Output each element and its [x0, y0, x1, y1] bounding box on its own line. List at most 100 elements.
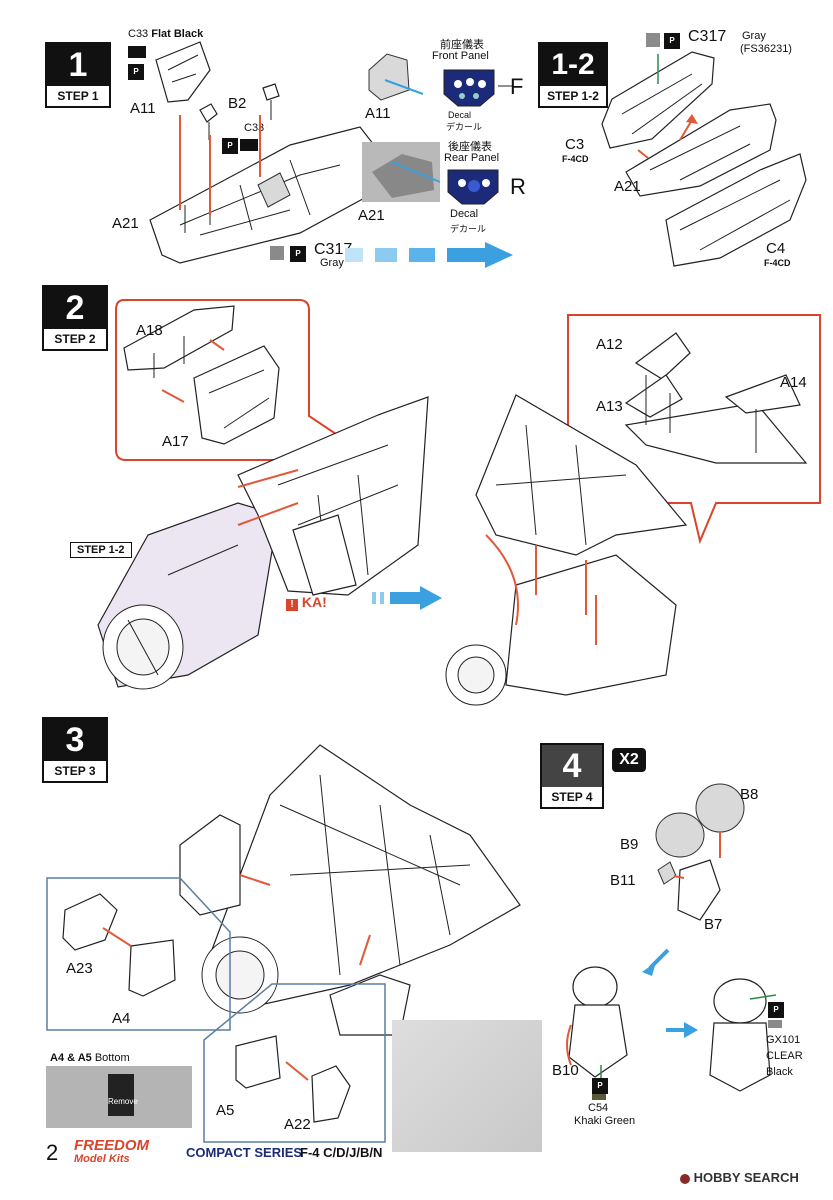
- model-label: F-4 C/D/J/B/N: [300, 1145, 383, 1160]
- front-panel-a11-drawing: [368, 53, 424, 101]
- step12-paint-c317-label: C317: [688, 28, 727, 45]
- gray-swatch-icon: [646, 33, 660, 47]
- step-1-2-label: STEP 1-2: [547, 89, 599, 103]
- page-number: 2: [46, 1140, 59, 1165]
- front-decal-jp-label: デカール: [446, 122, 483, 132]
- rear-panel-en-label: Rear Panel: [444, 152, 500, 164]
- fuselage-assembly-drawing: [97, 396, 429, 690]
- blue-dashed-arrow-icon: [345, 242, 513, 268]
- step-1-2-number: 1-2: [540, 44, 606, 86]
- part-a17-label: A17: [162, 433, 189, 450]
- rear-decal-label: Decal: [450, 208, 479, 220]
- step-4-box: 4 STEP 4: [540, 743, 604, 809]
- black-swatch-icon: [240, 139, 258, 151]
- step-2-number: 2: [44, 287, 106, 329]
- freedom-logo: FREEDOM Model Kits: [74, 1138, 178, 1168]
- part-a23-label: A23: [66, 960, 93, 977]
- rear-panel-photo-drawing: [362, 142, 441, 202]
- rear-decal-jp-label: デカール: [450, 224, 487, 234]
- paint-c54-label: C54: [588, 1102, 609, 1114]
- part-b2-label: B2: [228, 95, 247, 112]
- front-part-label: A11: [365, 105, 391, 122]
- intake-detail-box-left: [46, 877, 231, 1031]
- blue-arrow-down-icon: [642, 948, 670, 976]
- part-b2-drawing: [199, 83, 280, 140]
- part-b11-label: B11: [610, 872, 636, 889]
- rear-letter-label: R: [510, 174, 526, 199]
- freedom-logo-top: FREEDOM: [74, 1137, 149, 1154]
- step-3-number: 3: [44, 719, 106, 761]
- blue-arrow-right-icon: [666, 1022, 698, 1038]
- pilot-painted-drawing: [709, 978, 777, 1092]
- gray-swatch-icon: [270, 246, 284, 260]
- part-a4-label: A4: [112, 1010, 131, 1027]
- paint-c317-label: C317: [314, 241, 353, 258]
- part-c4-sub-label: F-4CD: [764, 258, 791, 268]
- paint-c54-name-label: Khaki Green: [574, 1115, 636, 1127]
- fuselage-c4-drawing: [665, 153, 807, 267]
- black-swatch-icon: [128, 46, 146, 58]
- paint-gx101-name2-label: Black: [766, 1066, 793, 1078]
- rear-panel-jp-label: 後座儀表: [448, 141, 492, 153]
- paint-brush-icon: P: [768, 1002, 784, 1018]
- khaki-swatch-icon: [592, 1094, 606, 1100]
- part-a11-canopy-drawing: [155, 41, 211, 103]
- front-instrument-decal-icon: [443, 69, 495, 107]
- part-b7-label: B7: [704, 916, 723, 933]
- part-c4-label: C4: [766, 240, 786, 257]
- part-a11-label: A11: [130, 100, 156, 117]
- fuselage-c3-drawing: [601, 51, 715, 149]
- part-b10-label: B10: [552, 1062, 579, 1079]
- step-1-number: 1: [47, 44, 109, 86]
- part-a12-label: A12: [596, 336, 623, 353]
- pilot-parts-drawing: [655, 783, 745, 921]
- bottom-label: A4 & A5 Bottom: [50, 1052, 130, 1064]
- paint-brush-icon: P: [290, 246, 306, 262]
- step-2-box: 2 STEP 2: [42, 285, 108, 351]
- part-a21-label: A21: [112, 215, 139, 232]
- series-label: COMPACT SERIES: [186, 1145, 303, 1160]
- paint-brush-icon: P: [128, 64, 144, 80]
- hobby-search-logo-icon: [680, 1173, 690, 1184]
- hobby-search-watermark: HOBBY SEARCH: [680, 1170, 799, 1185]
- step-1-label: STEP 1: [57, 89, 99, 103]
- front-panel-jp-label: 前座儀表: [440, 39, 484, 51]
- paint-brush-icon: P: [592, 1078, 608, 1094]
- intake-detail-callout: [115, 299, 345, 461]
- part-a5-label: A5: [216, 1102, 235, 1119]
- part-a21-step12-label: A21: [614, 178, 641, 195]
- step12-paint-gray-label: Gray: [742, 30, 766, 42]
- step-2-label: STEP 2: [54, 332, 96, 346]
- rear-part-label: A21: [358, 207, 385, 224]
- part-c3-sub-label: F-4CD: [562, 154, 589, 164]
- gray-swatch-icon: [768, 1020, 782, 1028]
- intake-detail-box-right: [203, 983, 386, 1143]
- cockpit-tub-a21-step12-drawing: [625, 103, 777, 197]
- decal-leader-line: [498, 85, 512, 87]
- background-photo: [392, 1020, 542, 1152]
- step-1-2-box: 1-2 STEP 1-2: [538, 42, 608, 108]
- part-a18-label: A18: [136, 322, 163, 339]
- step-4-number: 4: [542, 745, 602, 787]
- step-3-label: STEP 3: [54, 764, 96, 778]
- paint-brush-icon: P: [222, 138, 238, 154]
- alert-icon: !: [286, 599, 298, 611]
- blue-arrow-icon: [372, 586, 442, 610]
- step-3-box: 3 STEP 3: [42, 717, 108, 783]
- paint-c33-flat-black-label: C33 Flat Black: [128, 28, 204, 40]
- front-decal-label: Decal: [448, 110, 472, 120]
- part-a14-label: A14: [780, 374, 807, 391]
- paint-brush-icon: P: [664, 33, 680, 49]
- part-a22-label: A22: [284, 1116, 311, 1133]
- step12-paint-fs-label: (FS36231): [740, 43, 792, 55]
- paint-gx101-name1-label: CLEAR: [766, 1050, 803, 1062]
- paint-gx101-label: GX101: [766, 1034, 801, 1046]
- paint-gray-label: Gray: [320, 257, 344, 269]
- step-1-box: 1 STEP 1: [45, 42, 111, 108]
- freedom-logo-bottom: Model Kits: [74, 1153, 130, 1165]
- ka-snap-label: ! KA!: [286, 594, 327, 611]
- wing-fuselage-assembly-drawing: [445, 394, 688, 706]
- pilot-assembled-drawing: [566, 966, 628, 1083]
- part-c3-label: C3: [565, 136, 585, 153]
- front-panel-en-label: Front Panel: [432, 50, 489, 62]
